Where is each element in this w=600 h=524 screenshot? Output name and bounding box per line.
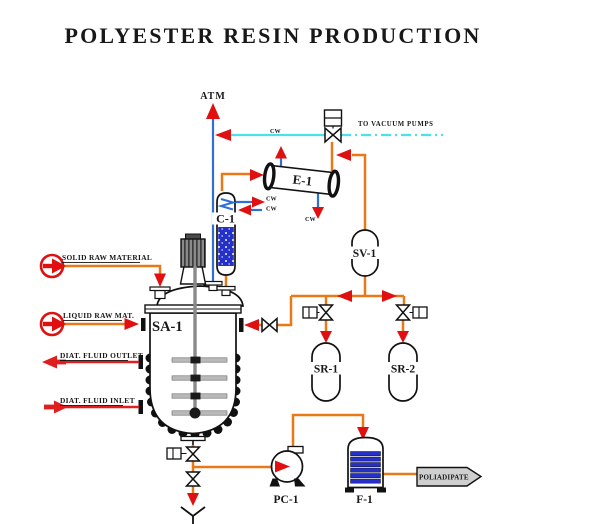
arrow-down-icon — [187, 493, 199, 506]
agitator-motor — [180, 238, 206, 268]
receiver-2-tag: SR-2 — [391, 364, 416, 376]
coil-icon — [217, 198, 237, 211]
vacuum-control-valve — [323, 109, 343, 144]
nozzle-ticks — [138, 318, 244, 414]
arrow-left-icon — [215, 129, 231, 141]
label-patch — [385, 362, 421, 375]
vacuum-vessel-tag: SV-1 — [353, 248, 377, 260]
arrow-down-icon — [397, 331, 409, 343]
drain-funnel-icon — [180, 506, 206, 524]
reactor-sa1: SA-1 — [144, 233, 244, 445]
agitator-stand — [179, 265, 207, 285]
page-title: POLYESTER RESIN PRODUCTION — [64, 23, 481, 48]
agitator-paddles — [171, 356, 228, 419]
filter-f1: F-1 — [345, 436, 386, 506]
arrow-right-icon — [54, 400, 68, 414]
liquid-raw-mat-label: LIQUID RAW MAT. — [63, 311, 134, 320]
arrow-right-icon — [124, 318, 139, 330]
label-patch — [212, 212, 239, 225]
to-vacuum-pumps-label: TO VACUUM PUMPS — [358, 121, 433, 128]
reactor-tag: SA-1 — [152, 319, 183, 335]
arrow-right-icon — [252, 196, 265, 208]
arrow-left-icon — [336, 149, 351, 161]
cw-label-out: CW — [266, 196, 277, 203]
solid-raw-material-label: SOLID RAW MATERIAL — [62, 253, 152, 262]
column-tag: C-1 — [216, 212, 235, 226]
arrow-up-icon — [275, 146, 287, 159]
process-piping — [63, 142, 417, 493]
arrow-left-icon — [42, 355, 57, 369]
diat-fluid-outlet-label: DIAT. FLUID OUTLET — [60, 351, 143, 360]
filter-plates — [350, 451, 381, 484]
receiver-valve-sr1 — [302, 304, 335, 321]
column-c1: C-1 — [212, 192, 239, 276]
column-packing — [218, 227, 234, 266]
cooling-water-lines: CW CW CW — [236, 146, 324, 223]
vacuum-line: CW TO VACUUM PUMPS — [215, 121, 443, 141]
diathermic-fluid-outlet: DIAT. FLUID OUTLET — [42, 351, 143, 369]
condenser-tag: E-1 — [292, 172, 313, 189]
arrow-right-icon — [275, 460, 290, 473]
filter-tag: F-1 — [356, 494, 373, 506]
vessel-sv1: SV-1 — [348, 229, 382, 277]
banner-arrow-icon — [416, 466, 483, 487]
reactor-outlet-valve — [261, 316, 278, 334]
process-flow-arrows — [124, 149, 409, 506]
arrow-down-icon — [312, 207, 324, 219]
cw-label-vacuum: CW — [270, 128, 281, 135]
arrow-left-icon — [337, 290, 352, 302]
vent-line-to-atm: ATM — [200, 91, 226, 283]
product-out-banner: POLIADIPATE — [416, 466, 483, 487]
product-label: POLIADIPATE — [419, 474, 469, 482]
agitator-shaft — [193, 266, 197, 418]
cw-label-condenser: CW — [305, 216, 316, 223]
receiver-valve-sr2 — [394, 304, 428, 321]
diat-fluid-inlet-label: DIAT. FLUID INLET — [60, 396, 135, 405]
cw-label-in: CW — [266, 206, 277, 213]
label-patch — [348, 246, 382, 259]
arrow-down-icon — [320, 331, 332, 343]
arrow-right-icon — [250, 169, 264, 181]
arrow-left-icon — [238, 204, 251, 216]
vessel-sr2: SR-2 — [385, 342, 421, 402]
arrow-right-icon — [52, 316, 66, 332]
pump-tag: PC-1 — [274, 494, 299, 506]
drain-valve-1 — [166, 446, 202, 462]
label-patch — [308, 362, 344, 375]
arrow-down-icon — [357, 427, 369, 440]
solid-raw-material-feed: SOLID RAW MATERIAL — [39, 253, 152, 279]
liquid-raw-material-feed: LIQUID RAW MAT. — [39, 311, 134, 337]
arrow-up-icon — [206, 103, 220, 119]
bottom-nozzle-flange — [180, 435, 206, 442]
receiver-1-tag: SR-1 — [314, 364, 339, 376]
arrow-down-icon — [154, 273, 166, 287]
condenser-e1: E-1 — [262, 162, 341, 198]
vessel-sr1: SR-1 — [308, 342, 344, 402]
arrow-left-icon — [244, 319, 259, 331]
atm-label: ATM — [200, 91, 226, 102]
drain-valve-2 — [184, 471, 202, 487]
arrow-right-icon — [382, 290, 397, 302]
diathermic-fluid-inlet: DIAT. FLUID INLET — [44, 396, 139, 414]
arrow-right-icon — [52, 258, 66, 274]
pump-pc1: PC-1 — [269, 445, 306, 506]
